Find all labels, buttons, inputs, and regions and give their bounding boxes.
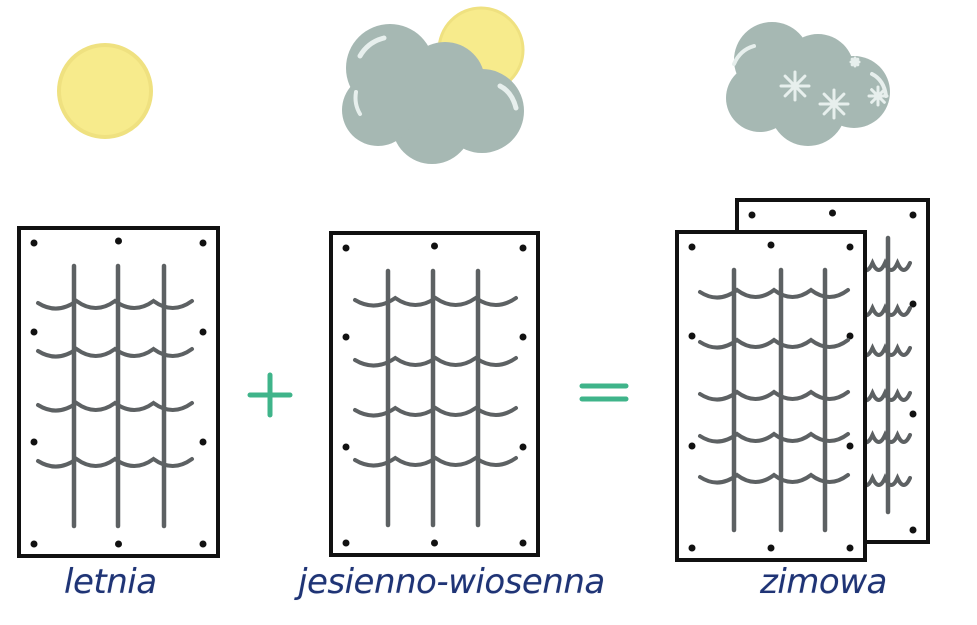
summer-frame xyxy=(17,226,220,558)
panel-winter xyxy=(675,198,930,562)
autumn-frame xyxy=(329,231,540,557)
cloud-with-sun-icon xyxy=(342,6,525,164)
equals-sign xyxy=(579,383,629,402)
sun-icon xyxy=(57,43,153,139)
plus-sign xyxy=(247,372,293,418)
panel-autumn-spring xyxy=(329,231,540,557)
snowflake-icon xyxy=(779,56,889,120)
label-summer: letnia xyxy=(64,562,157,602)
label-autumn-spring: jesienno-wiosenna xyxy=(298,562,605,602)
label-winter: zimowa xyxy=(760,562,887,602)
panel-summer xyxy=(17,226,220,558)
winter-front-frame xyxy=(675,230,867,562)
snow-cloud-icon xyxy=(726,22,890,146)
